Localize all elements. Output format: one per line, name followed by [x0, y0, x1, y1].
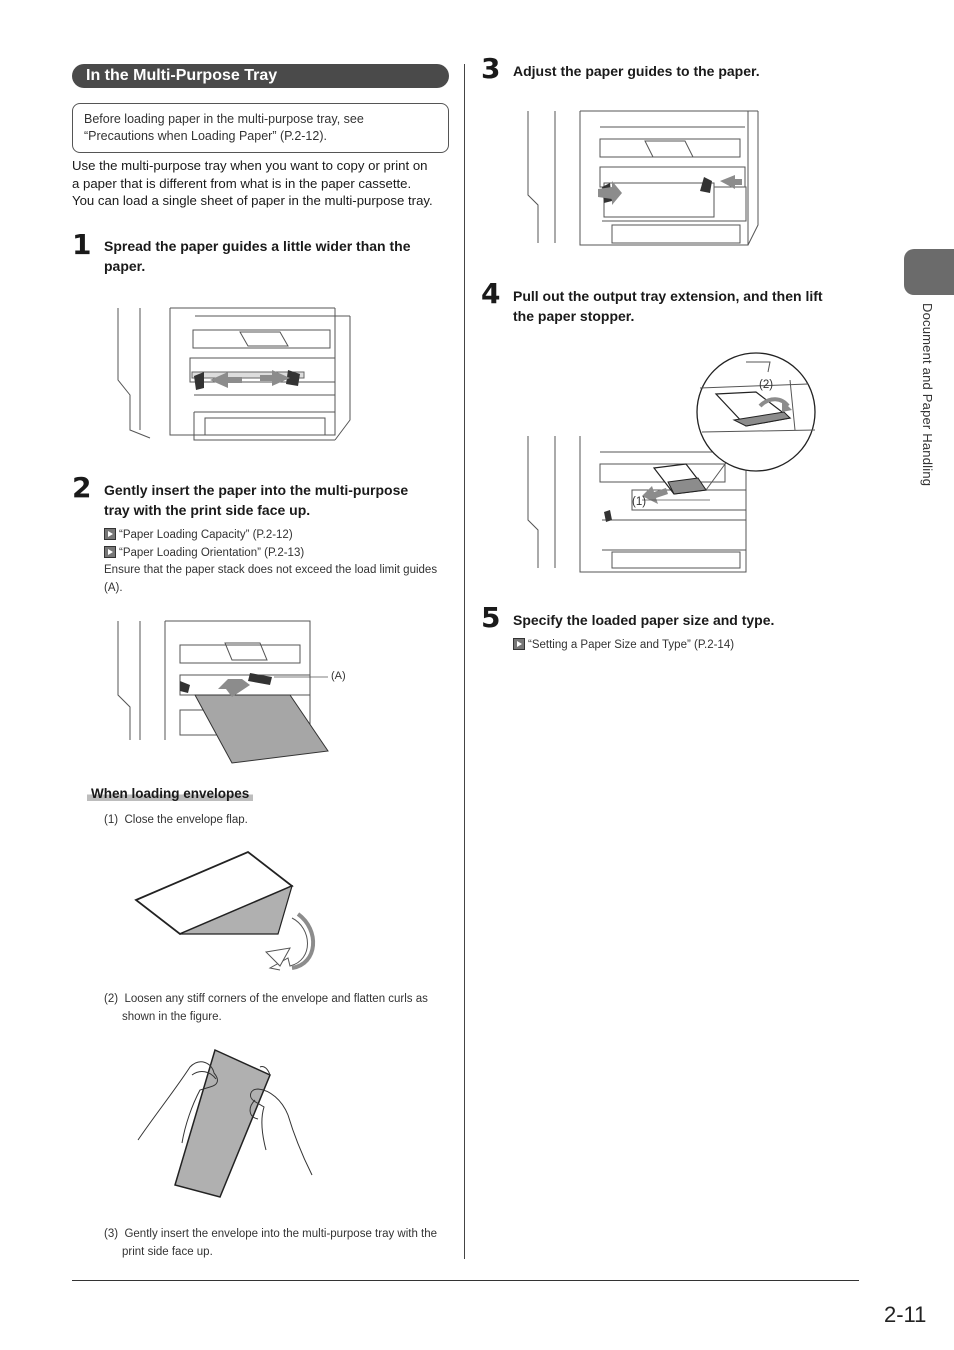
precaution-note: Before loading paper in the multi-purpos… [72, 103, 449, 153]
ref-text: “Paper Loading Capacity” (P.2-12) [119, 529, 293, 541]
intro-line: Use the multi-purpose tray when you want… [72, 158, 428, 173]
chapter-side-label: Document and Paper Handling [920, 303, 935, 487]
note-line: (A). [104, 581, 123, 594]
guide-a-label: (A) [331, 670, 346, 682]
ref-text: “Paper Loading Orientation” (P.2-13) [119, 547, 305, 559]
footer-rule [72, 1280, 859, 1281]
step-3-illustration [527, 110, 759, 246]
reference-arrow-icon [104, 528, 116, 540]
reference-arrow-icon [513, 638, 525, 650]
step-title-line: paper. [104, 257, 146, 274]
step-2-note: Ensure that the paper stack does not exc… [104, 562, 449, 597]
ref-link-loading-orientation[interactable]: “Paper Loading Orientation” (P.2-13) [104, 545, 304, 563]
envelope-step-1: (1) Close the envelope flap. [104, 812, 248, 830]
ref-text: “Setting a Paper Size and Type” (P.2-14) [528, 639, 735, 651]
step-title-line: the paper stopper. [513, 307, 635, 324]
ref-link-loading-capacity[interactable]: “Paper Loading Capacity” (P.2-12) [104, 527, 293, 545]
step-4-illustration [527, 352, 816, 573]
column-divider [464, 64, 465, 1259]
item-text: Close the envelope flap. [124, 814, 248, 826]
envelopes-heading: When loading envelopes [87, 786, 254, 801]
envelope-step-2: (2) Loosen any stiff corners of the enve… [104, 991, 449, 1026]
note-line: Ensure that the paper stack does not exc… [104, 564, 438, 576]
envelope-flatten-illustration [137, 1048, 313, 1198]
step-4-number: 4 [481, 277, 501, 310]
chapter-side-tab[interactable] [904, 249, 954, 295]
item-number: (2) [104, 993, 119, 1005]
intro-line: You can load a single sheet of paper in … [72, 193, 433, 208]
step-title-line: Spread the paper guides a little wider t… [104, 238, 411, 254]
item-text: Loosen any stiff corners of the envelope… [124, 993, 428, 1005]
step-1-title: Spread the paper guides a little wider t… [104, 237, 444, 276]
page-number: 2-11 [884, 1302, 927, 1327]
note-line: “Precautions when Loading Paper” (P.2-12… [84, 129, 327, 143]
step-5-number: 5 [481, 601, 501, 634]
step-title-line: Specify the loaded paper size and type. [513, 612, 775, 628]
step-4-title: Pull out the output tray extension, and … [513, 287, 853, 326]
step-3-number: 3 [481, 52, 501, 85]
step-1-illustration [117, 307, 351, 441]
item-text: shown in the figure. [122, 1010, 222, 1023]
section-title: In the Multi-Purpose Tray [72, 64, 449, 88]
reference-arrow-icon [104, 546, 116, 558]
intro-paragraph: Use the multi-purpose tray when you want… [72, 157, 452, 210]
note-line: Before loading paper in the multi-purpos… [84, 112, 364, 126]
envelope-step-3: (3) Gently insert the envelope into the … [104, 1226, 454, 1261]
step-5-title: Specify the loaded paper size and type. [513, 611, 853, 631]
step-2-number: 2 [72, 471, 92, 504]
step-2-illustration [117, 620, 329, 764]
item-text: Gently insert the envelope into the mult… [124, 1228, 438, 1240]
step-1-number: 1 [72, 228, 92, 261]
callout-2-label: (2) [759, 379, 774, 391]
step-3-title: Adjust the paper guides to the paper. [513, 62, 853, 82]
envelope-close-flap-illustration [134, 850, 315, 971]
step-title-line: Adjust the paper guides to the paper. [513, 63, 760, 79]
item-number: (3) [104, 1228, 119, 1240]
step-title-line: Pull out the output tray extension, and … [513, 288, 823, 304]
callout-1-label: (1) [632, 496, 647, 508]
step-title-line: Gently insert the paper into the multi-p… [104, 482, 409, 498]
ref-link-paper-size-type[interactable]: “Setting a Paper Size and Type” (P.2-14) [513, 637, 734, 655]
intro-line: a paper that is different from what is i… [72, 175, 412, 191]
step-title-line: tray with the print side face up. [104, 501, 311, 518]
item-number: (1) [104, 814, 119, 826]
step-2-title: Gently insert the paper into the multi-p… [104, 481, 444, 520]
item-text: print side face up. [122, 1245, 213, 1258]
